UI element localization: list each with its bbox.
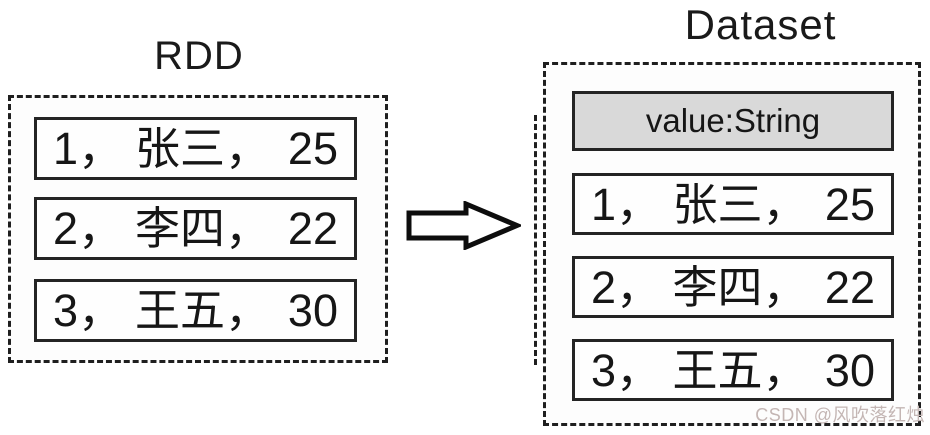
row-cell-id: 2， <box>53 203 124 254</box>
row-cell-name: 张三， <box>134 123 270 174</box>
rdd-row-3: 3， 王五， 30 <box>34 279 357 342</box>
rdd-container: 1， 张三， 25 2， 李四， 22 3， 王五， 30 <box>8 95 388 363</box>
row-cell-age: 25 <box>287 123 338 174</box>
row-cell-id: 3， <box>53 285 124 336</box>
row-cell-age: 30 <box>287 285 338 336</box>
dataset-row-2: 2， 李四， 22 <box>572 256 894 318</box>
rdd-title: RDD <box>154 34 244 78</box>
row-cell-age: 22 <box>287 203 338 254</box>
row-cell-name: 王五， <box>672 344 808 396</box>
rdd-row-2: 2， 李四， 22 <box>34 197 357 260</box>
dataset-schema-header: value:String <box>572 91 894 151</box>
dashed-edge-artifact <box>534 115 537 365</box>
dataset-row-1: 1， 张三， 25 <box>572 173 894 235</box>
row-cell-age: 22 <box>824 261 875 313</box>
dataset-container: value:String 1， 张三， 25 2， 李四， 22 3， 王五， … <box>543 62 921 426</box>
row-cell-name: 李四， <box>672 261 808 313</box>
row-cell-name: 张三， <box>672 178 808 230</box>
rdd-row-1: 1， 张三， 25 <box>34 117 357 180</box>
row-cell-id: 1， <box>591 178 662 230</box>
row-cell-age: 25 <box>824 178 875 230</box>
row-cell-name: 王五， <box>134 285 270 336</box>
row-cell-name: 李四， <box>134 203 270 254</box>
row-cell-id: 1， <box>53 123 124 174</box>
row-cell-id: 3， <box>591 344 662 396</box>
csdn-watermark: CSDN @风吹落红烛 <box>755 405 925 425</box>
row-cell-age: 30 <box>824 344 875 396</box>
dataset-row-3: 3， 王五， 30 <box>572 339 894 401</box>
row-cell-id: 2， <box>591 261 662 313</box>
conversion-arrow-icon <box>406 200 524 251</box>
dataset-title: Dataset <box>684 1 837 48</box>
